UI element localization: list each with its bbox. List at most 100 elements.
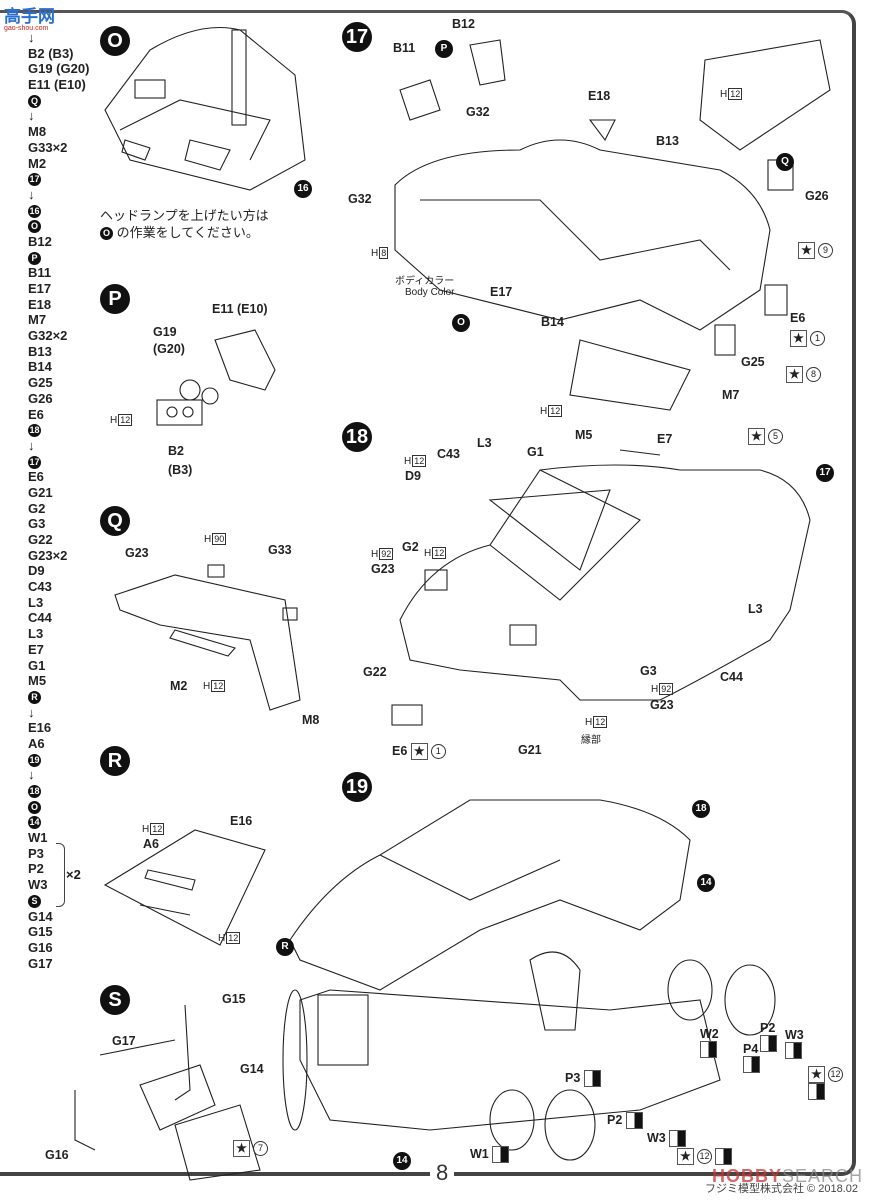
- label-g20: (G20): [153, 342, 185, 356]
- paint-callout-12: ★12: [677, 1148, 733, 1165]
- label-p2: P2: [607, 1112, 643, 1129]
- label-w3: W3: [647, 1130, 687, 1147]
- label-p3: P3: [565, 1070, 601, 1087]
- part-list-item: E6: [28, 469, 44, 485]
- part-list-item: G14: [28, 908, 53, 924]
- step-ref-badge: 16: [28, 204, 41, 218]
- paint-callout-7: ★7: [233, 1140, 268, 1157]
- step-ref-badge: 17: [28, 173, 41, 187]
- part-list-item: M7: [28, 312, 47, 328]
- step-ref-badge: P: [28, 251, 41, 265]
- page-frame: [0, 10, 856, 1176]
- part-list-item: B11: [28, 265, 52, 281]
- label-m8: M8: [302, 713, 320, 727]
- step-ref-badge: O: [28, 220, 41, 234]
- part-list-item: E18: [28, 296, 52, 312]
- step-17-marker: 17: [342, 22, 372, 52]
- brace-multiplier: ×2: [66, 867, 81, 882]
- ref-o: O: [452, 314, 470, 332]
- label-w3: W3: [785, 1028, 804, 1059]
- label-w2: W2: [700, 1027, 719, 1058]
- step-ref-badge: Q: [28, 94, 41, 108]
- label-e17: E17: [490, 285, 513, 299]
- part-list-item: G26: [28, 390, 53, 406]
- label-g16: G16: [45, 1148, 69, 1162]
- label-p2: P2: [760, 1021, 777, 1052]
- part-list-item: ↓: [28, 767, 35, 783]
- label-w1: W1: [470, 1146, 510, 1163]
- part-list-item: 18: [28, 422, 89, 438]
- part-list-item: G2: [28, 500, 46, 516]
- label-c43: C43: [437, 447, 460, 461]
- part-list-item: ↓: [28, 30, 35, 45]
- body-color-jp: ボディカラー: [395, 276, 455, 287]
- ref-r: R: [276, 938, 294, 956]
- step-ref-badge: 18: [28, 424, 41, 438]
- label-a6: A6: [143, 837, 159, 851]
- label-e11: E11 (E10): [212, 302, 268, 316]
- part-list-item: 14: [28, 814, 89, 830]
- part-list-item: G21: [28, 484, 53, 500]
- label-edge: 縁部: [581, 735, 601, 746]
- part-list-item: Q: [28, 93, 89, 109]
- part-list-item: G3: [28, 516, 46, 532]
- part-list-item: G23×2: [28, 547, 68, 563]
- label-g25: G25: [741, 355, 765, 369]
- label-g32: G32: [348, 192, 372, 206]
- label-e16: E16: [230, 814, 253, 828]
- label-m5: M5: [575, 428, 593, 442]
- step-s-marker: S: [100, 985, 130, 1015]
- part-list-item: ↓: [28, 186, 35, 202]
- label-g26: G26: [805, 189, 829, 203]
- ref-17: 17: [816, 464, 834, 482]
- part-list-item: A6: [28, 735, 45, 751]
- step-18-marker: 18: [342, 422, 372, 452]
- label-b11: B11: [393, 41, 416, 55]
- label-l3: L3: [477, 436, 492, 450]
- label-g33: G33: [268, 543, 292, 557]
- part-list-item: P3: [28, 845, 44, 861]
- label-b12: B12: [452, 17, 475, 31]
- paint-callout-9: ★9: [798, 242, 833, 259]
- label-g3: G3: [640, 664, 657, 678]
- copyright: フジミ模型株式会社 © 2018.02: [705, 1183, 858, 1195]
- label-e18: E18: [588, 89, 611, 103]
- ref-18: 18: [692, 800, 710, 818]
- paint-callout-1: ★1: [790, 330, 825, 347]
- star-icon: ★: [233, 1140, 250, 1157]
- label-g15: G15: [222, 992, 246, 1006]
- part-list-item: W3: [28, 877, 48, 893]
- label-g21: G21: [518, 743, 542, 757]
- label-e6-callout: E6 ★1: [392, 743, 446, 760]
- label-d9: D9: [405, 469, 421, 483]
- label-p4: P4: [743, 1042, 760, 1073]
- paint-callout-8: ★8: [786, 366, 821, 383]
- part-list-item: ↓: [28, 108, 35, 124]
- label-g19: G19: [153, 325, 177, 339]
- step-q-marker: Q: [100, 506, 130, 536]
- part-list-item: L3: [28, 594, 44, 610]
- part-list-item: B13: [28, 343, 52, 359]
- part-list-item: G16: [28, 939, 53, 955]
- part-list-item: B14: [28, 359, 52, 375]
- part-list-item: O: [28, 799, 89, 815]
- step-ref-badge: 17: [28, 455, 41, 469]
- part-list-item: E7: [28, 641, 44, 657]
- part-list-item: 19: [28, 752, 89, 768]
- step-19-marker: 19: [342, 772, 372, 802]
- part-list-item: G19 (G20): [28, 61, 90, 77]
- ref-14: 14: [697, 874, 715, 892]
- part-list-item: E17: [28, 281, 52, 296]
- label-g14: G14: [240, 1062, 264, 1076]
- part-list-item: R: [28, 689, 89, 705]
- ref-14: 14: [393, 1152, 411, 1170]
- part-list-item: ↓: [28, 437, 35, 453]
- label-b14: B14: [541, 315, 564, 329]
- label-g23: G23: [650, 698, 674, 712]
